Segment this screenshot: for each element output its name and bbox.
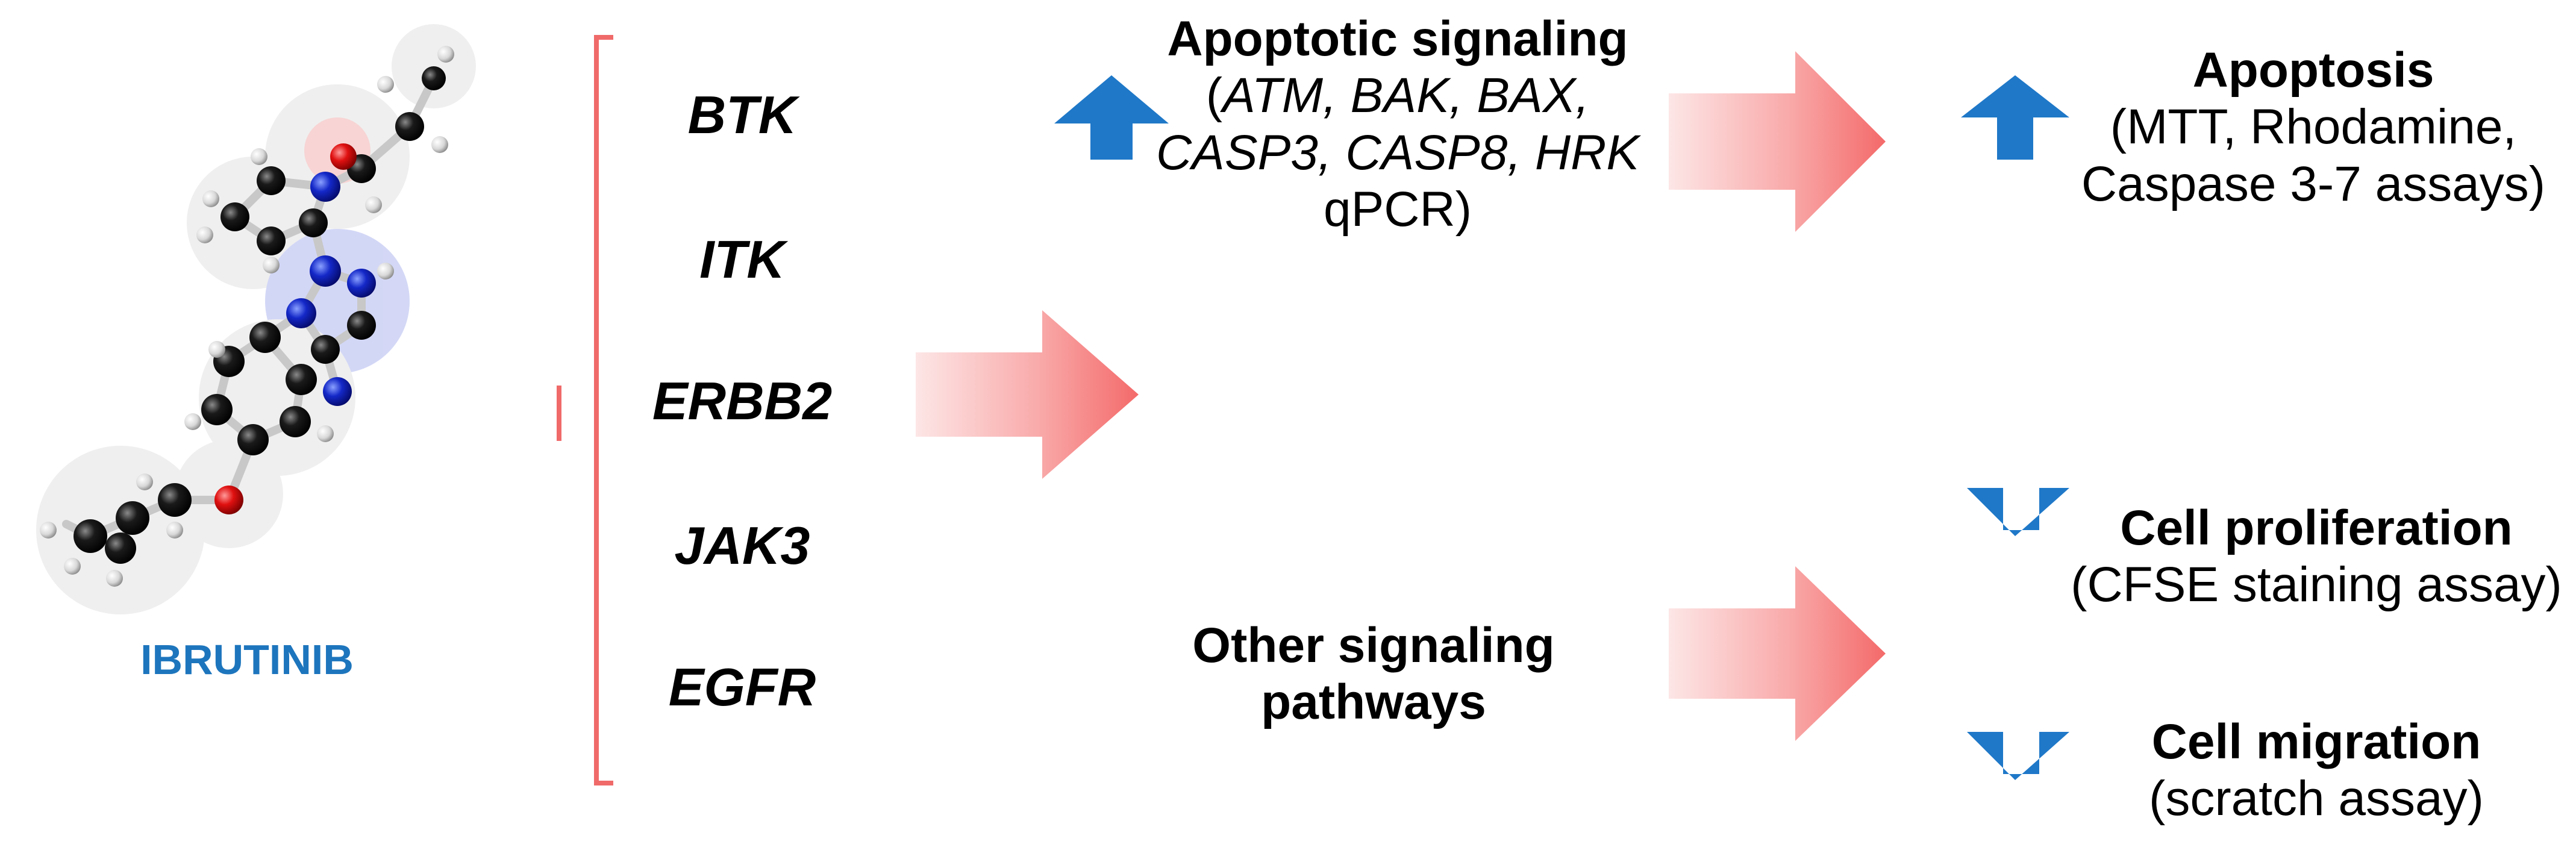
apoptotic-signaling-title: Apoptotic signaling (1167, 11, 1628, 66)
arrow-apoptotic-to-apoptosis (1669, 51, 1886, 232)
target-itk: ITK (699, 230, 785, 289)
other-pathways-line1: Other signaling (1192, 618, 1555, 673)
migration-assay: (scratch assay) (2149, 771, 2484, 826)
other-pathways-line2: pathways (1261, 675, 1486, 730)
apoptotic-method: qPCR) (1323, 181, 1472, 237)
drug-name-label: IBRUTINIB (140, 636, 354, 683)
apoptosis-assays-line2: Caspase 3-7 assays) (2081, 156, 2546, 211)
apoptosis-outcome: Apoptosis (MTT, Rhodamine, Caspase 3-7 a… (2048, 42, 2576, 213)
target-erbb2: ERBB2 (652, 371, 833, 431)
ibrutinib-molecule (36, 24, 476, 614)
apoptotic-signaling-block: Apoptotic signaling (ATM, BAK, BAX, CASP… (1127, 11, 1669, 238)
apoptotic-genes-line1: (ATM, BAK, BAX, (1127, 67, 1669, 124)
proliferation-outcome: Cell proliferation (CFSE staining assay) (2060, 500, 2572, 614)
apoptosis-up-arrow-icon (1961, 75, 2069, 160)
proliferation-assay: (CFSE staining assay) (2071, 557, 2562, 613)
apoptotic-genes-line2: CASP3, CASP8, HRK (1155, 125, 1640, 180)
apoptotic-up-arrow-icon (1054, 75, 1169, 160)
target-btk: BTK (687, 85, 797, 145)
migration-down-arrow-icon (1967, 732, 2069, 780)
apoptosis-title: Apoptosis (2192, 43, 2434, 98)
open-paren: ( (1205, 68, 1223, 123)
target-bracket (557, 35, 613, 785)
migration-title: Cell migration (2151, 714, 2481, 769)
proliferation-title: Cell proliferation (2120, 501, 2513, 555)
apoptotic-genes-text1: ATM, BAK, BAX, (1222, 68, 1590, 123)
target-egfr: EGFR (668, 657, 816, 717)
arrow-other-to-outcomes (1669, 566, 1886, 741)
proliferation-down-arrow-icon (1967, 488, 2069, 536)
arrow-targets-to-pathways (916, 310, 1139, 479)
other-pathways-block: Other signaling pathways (1133, 617, 1615, 731)
apoptosis-assays-line1: (MTT, Rhodamine, (2110, 99, 2517, 155)
migration-outcome: Cell migration (scratch assay) (2060, 714, 2572, 828)
target-jak3: JAK3 (674, 516, 810, 575)
